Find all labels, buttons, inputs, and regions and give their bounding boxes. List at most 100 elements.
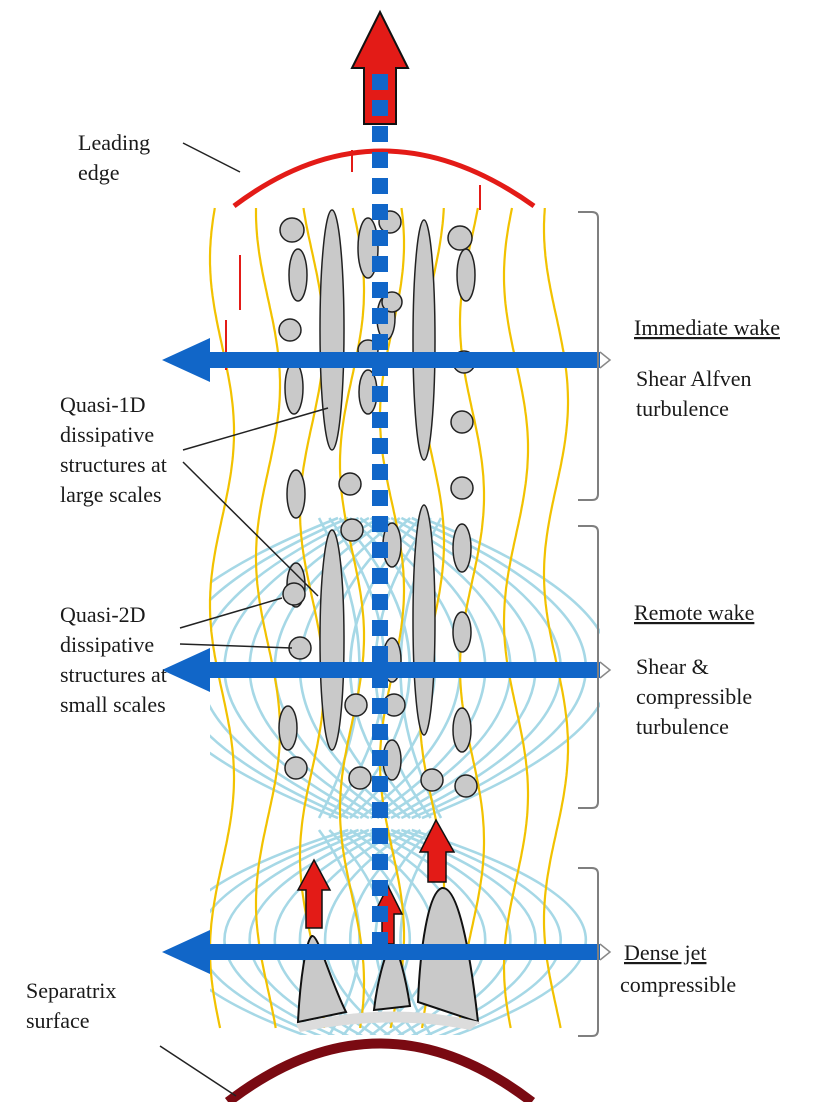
region-title-dense-jet: Dense jet [624, 940, 706, 965]
bracket-remote-wake [578, 525, 599, 809]
dissipative-structure [454, 774, 478, 798]
axis-dash [372, 386, 388, 402]
axis-dash [372, 750, 388, 766]
arrow-tip-outline [599, 351, 612, 369]
compressive-arc [210, 828, 349, 1035]
pointer-separatrix [159, 1045, 237, 1097]
pointer-lines [159, 142, 329, 1097]
field-line [378, 207, 406, 1029]
dissipative-structure [452, 611, 472, 653]
axis-dash [372, 464, 388, 480]
axis-dash [372, 256, 388, 272]
region-desc-remote-wake: Shear & compressible turbulence [636, 654, 758, 739]
axis-dash [372, 828, 388, 844]
axis-dash [372, 880, 388, 896]
central-axis-dashes [372, 74, 388, 948]
region-title-remote-wake: Remote wake [634, 600, 754, 625]
flow-direction-arrow [350, 9, 410, 125]
axis-dash [372, 906, 388, 922]
jet-base [296, 1011, 480, 1032]
axis-dash [372, 178, 388, 194]
dissipative-structure [284, 756, 308, 780]
dissipative-structure [319, 529, 345, 751]
dissipative-structure [278, 318, 302, 342]
dissipative-structure [452, 523, 472, 573]
cross-flow-arrows [162, 338, 612, 974]
label-quasi-2d: Quasi-2D dissipative structures at small… [60, 602, 172, 717]
bracket-immediate-wake [578, 211, 599, 501]
axis-dash [372, 282, 388, 298]
jet-arrow-left [296, 858, 332, 929]
bracket-dense-jet [578, 867, 599, 1037]
label-quasi-1d: Quasi-1D dissipative structures at large… [60, 392, 172, 507]
dissipative-structure [288, 636, 312, 660]
leading-edge-arc [232, 148, 536, 209]
pointer-quasi2d-a [179, 597, 283, 629]
compressive-arc [210, 828, 360, 1035]
jet-arrow-right [418, 818, 456, 883]
pointer-quasi1d-b [182, 461, 319, 597]
dissipative-structure [412, 219, 436, 461]
axis-dash [372, 646, 388, 662]
axis-dash [372, 308, 388, 324]
axis-dash [372, 698, 388, 714]
dissipative-structures [278, 209, 478, 798]
axis-dash [372, 724, 388, 740]
dissipative-structure [450, 410, 474, 434]
axis-dash [372, 776, 388, 792]
cross-arrow-dense-jet [162, 930, 600, 974]
pointer-quasi1d-a [182, 407, 329, 451]
axis-dash [372, 620, 388, 636]
arrow-tip-outline [599, 943, 612, 961]
pointer-quasi2d-b [179, 643, 293, 649]
axis-dash [372, 74, 388, 90]
compressive-arc [210, 516, 349, 820]
label-separatrix: Separatrix surface [26, 978, 122, 1033]
compressive-arc [210, 516, 339, 820]
label-leading-edge: Leading edge [78, 130, 156, 185]
axis-dash [372, 412, 388, 428]
dissipative-structure [288, 248, 308, 302]
dissipative-structure [452, 707, 472, 753]
dissipative-structure [412, 504, 436, 736]
axis-dash [372, 204, 388, 220]
dissipative-structure [450, 476, 474, 500]
field-line [254, 208, 282, 1029]
axis-dash [372, 230, 388, 246]
cross-arrow-remote-wake [162, 648, 600, 692]
axis-dash [372, 100, 388, 116]
axis-dash [372, 542, 388, 558]
axis-dash [372, 516, 388, 532]
region-brackets [578, 211, 599, 1037]
dissipative-structure [456, 248, 476, 302]
separatrix-arc [224, 1038, 536, 1106]
dissipative-structure [319, 209, 345, 451]
region-title-immediate-wake: Immediate wake [634, 315, 780, 340]
axis-dash [372, 490, 388, 506]
compressive-arc [210, 516, 360, 820]
axis-dash [372, 152, 388, 168]
dissipative-structure [348, 766, 372, 790]
dissipative-structure [279, 217, 305, 243]
dissipative-structure [344, 693, 368, 717]
dissipative-structure [340, 518, 364, 542]
field-line [542, 207, 570, 1029]
pointer-leading-edge [182, 142, 241, 173]
jet-arrows [296, 818, 456, 945]
dissipative-structure [447, 225, 473, 251]
axis-dash [372, 854, 388, 870]
dissipative-structure [286, 469, 306, 519]
axis-dash [372, 594, 388, 610]
compressive-arc [411, 828, 588, 1035]
region-desc-immediate-wake: Shear Alfven turbulence [636, 366, 757, 421]
dissipative-structure [278, 705, 298, 751]
region-desc-dense-jet: compressible [620, 972, 736, 997]
axis-dash [372, 334, 388, 350]
compressive-arc [421, 516, 600, 820]
axis-dash [372, 568, 388, 584]
dissipative-structure [420, 768, 444, 792]
axis-dash [372, 802, 388, 818]
dissipative-structure [284, 361, 304, 415]
